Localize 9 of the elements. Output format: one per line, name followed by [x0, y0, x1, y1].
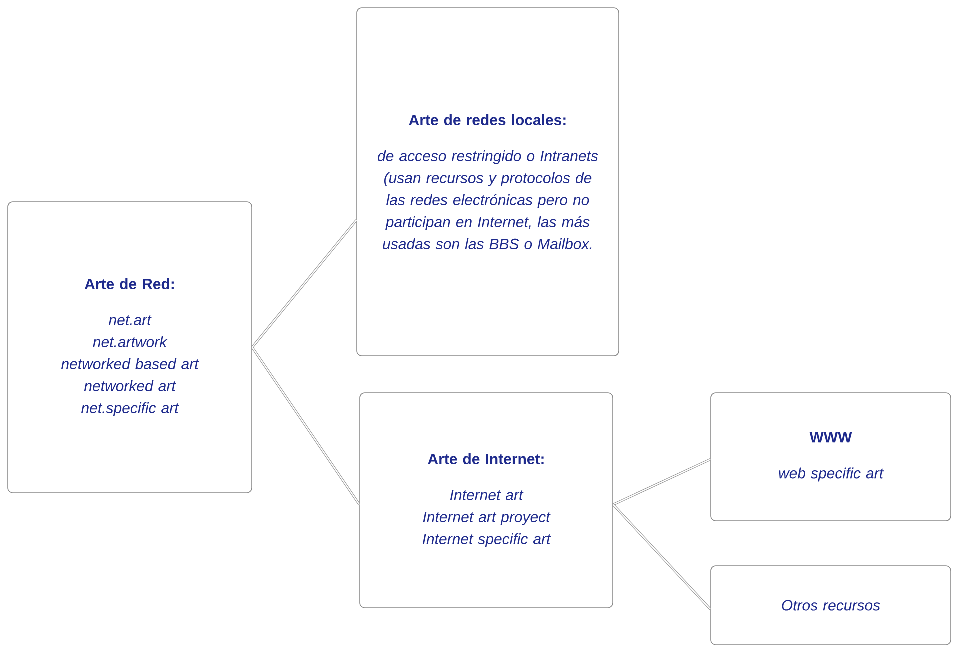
text-box: Arte de Red: net.art net.artwork networked based art networked art net.specific art [8, 202, 252, 494]
text-box: Arte de Internet: Internet art Internet art proyect Internet specific art [360, 392, 614, 608]
connector-line [251, 346, 361, 506]
connector-line [251, 220, 358, 348]
connector-line [612, 504, 712, 610]
connector-line [612, 458, 712, 506]
text-box: Arte de redes locales: de acceso restringido o Intranets (usan recursos y protocolos de las redes electrónicas pero no participan en Internet, las más usadas son las BBS o Mailbox. [356, 8, 620, 356]
text-box: WWW web specific art [710, 392, 952, 522]
text-box: Otros recursos [710, 566, 952, 646]
